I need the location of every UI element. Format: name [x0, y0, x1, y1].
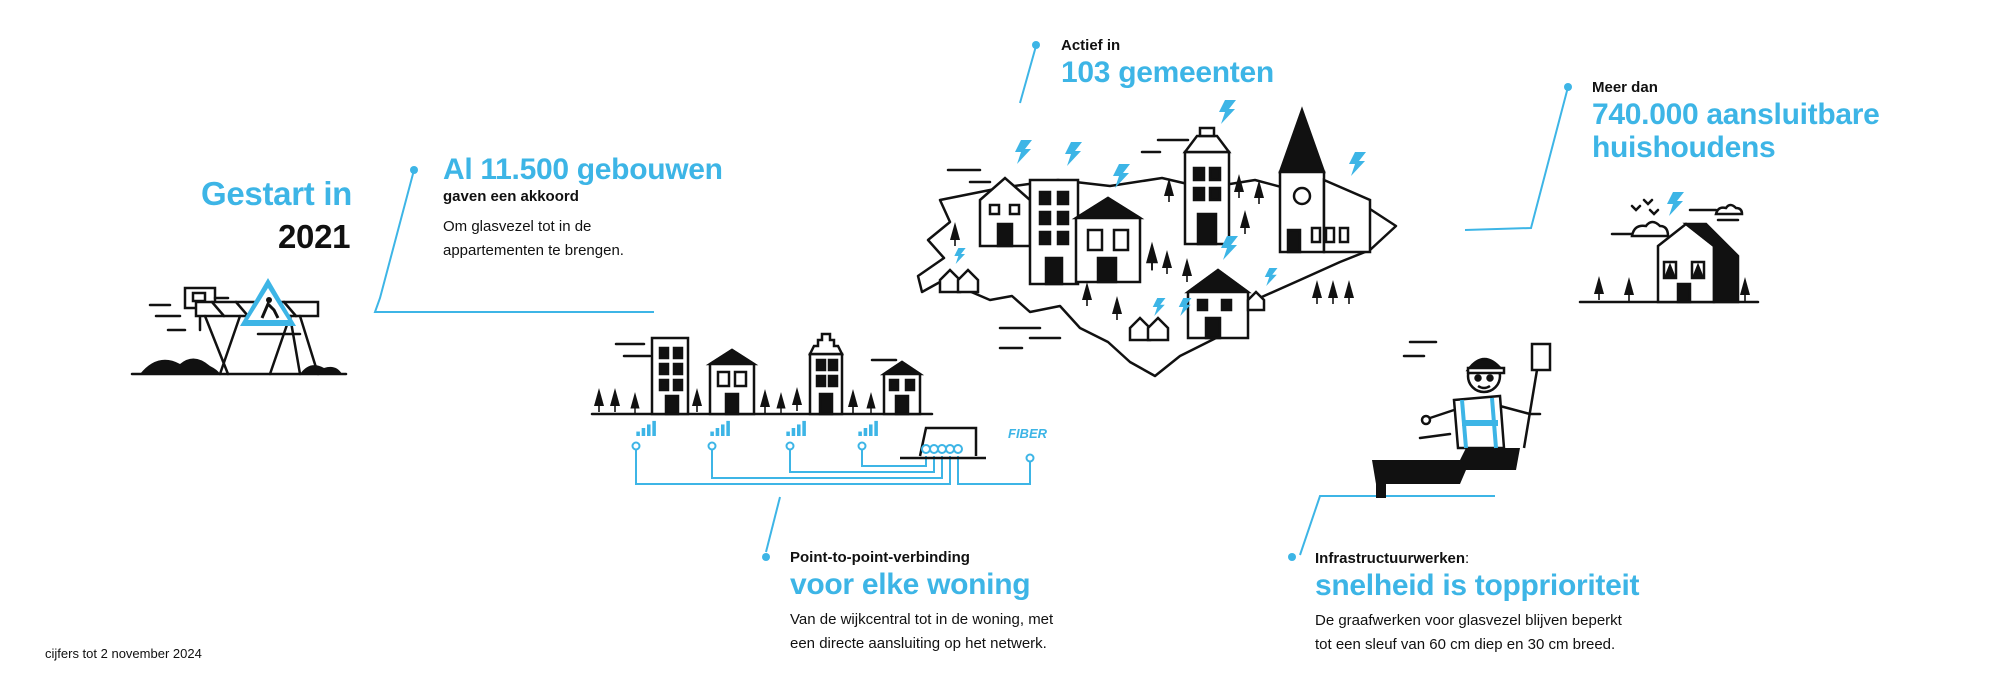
p2p-headline: voor elke woning: [790, 568, 1031, 601]
p2p-body-line: een directe aansluiting op het netwerk.: [790, 635, 1047, 652]
rubble: [140, 358, 342, 374]
infra-body-line: De graafwerken voor glasvezel blijven be…: [1315, 612, 1622, 629]
households-headline-line2: huishoudens: [1592, 131, 1776, 164]
buildings-body-line: Om glasvezel tot in de: [443, 218, 592, 235]
p2p-block: Point-to-point-verbinding voor elke woni…: [790, 548, 1053, 656]
buildings-subheadline: gaven een akkoord: [443, 188, 579, 205]
p2p-label: Point-to-point-verbinding: [790, 549, 970, 566]
municipalities-block: Actief in 103 gemeenten: [1061, 36, 1274, 90]
warning-sign-icon: [240, 278, 296, 326]
infra-headline: snelheid is topprioriteit: [1315, 569, 1640, 602]
infra-block: Infrastructuurwerken: snelheid is toppri…: [1315, 549, 1640, 657]
signal-icon: [636, 420, 878, 436]
households-headline-line1: 740.000 aansluitbare: [1592, 98, 1880, 131]
households-label: Meer dan: [1592, 79, 1658, 96]
infra-label-row: Infrastructuurwerken:: [1315, 549, 1639, 569]
buildings-headline: Al 11.500 gebouwen: [443, 153, 723, 186]
municipalities-label: Actief in: [1061, 37, 1121, 54]
infra-body-line: tot een sleuf van 60 cm diep en 30 cm br…: [1315, 636, 1616, 653]
worker-icon: [1372, 340, 1552, 498]
infra-label-suffix: :: [1465, 550, 1470, 567]
start-title: Gestart in: [201, 175, 353, 212]
buildings-block: Al 11.500 gebouwen gaven een akkoord Om …: [443, 153, 723, 263]
fiber-label: FIBER: [1008, 426, 1047, 441]
households-block: Meer dan 740.000 aansluitbare huishouden…: [1592, 78, 1880, 164]
buildings-body: Om glasvezel tot in de appartementen te …: [443, 215, 723, 263]
p2p-body: Van de wijkcentral tot in de woning, met…: [790, 608, 1053, 656]
street-houses-icon: [590, 332, 1035, 485]
municipalities-headline: 103 gemeenten: [1061, 56, 1274, 89]
house-icon: [1578, 192, 1760, 304]
fiber-cabinet-icon: [900, 426, 986, 460]
bullet-dots: [410, 41, 1572, 561]
infra-body: De graafwerken voor glasvezel blijven be…: [1315, 609, 1639, 657]
footnote: cijfers tot 2 november 2024: [45, 646, 202, 661]
connector-lines: [373, 45, 1569, 556]
start-year: 2021: [278, 218, 351, 255]
p2p-body-line: Van de wijkcentral tot in de woning, met: [790, 611, 1054, 628]
infra-label: Infrastructuurwerken: [1315, 550, 1466, 567]
city-map-icon: [916, 100, 1398, 378]
buildings-body-line: appartementen te brengen.: [443, 242, 624, 259]
